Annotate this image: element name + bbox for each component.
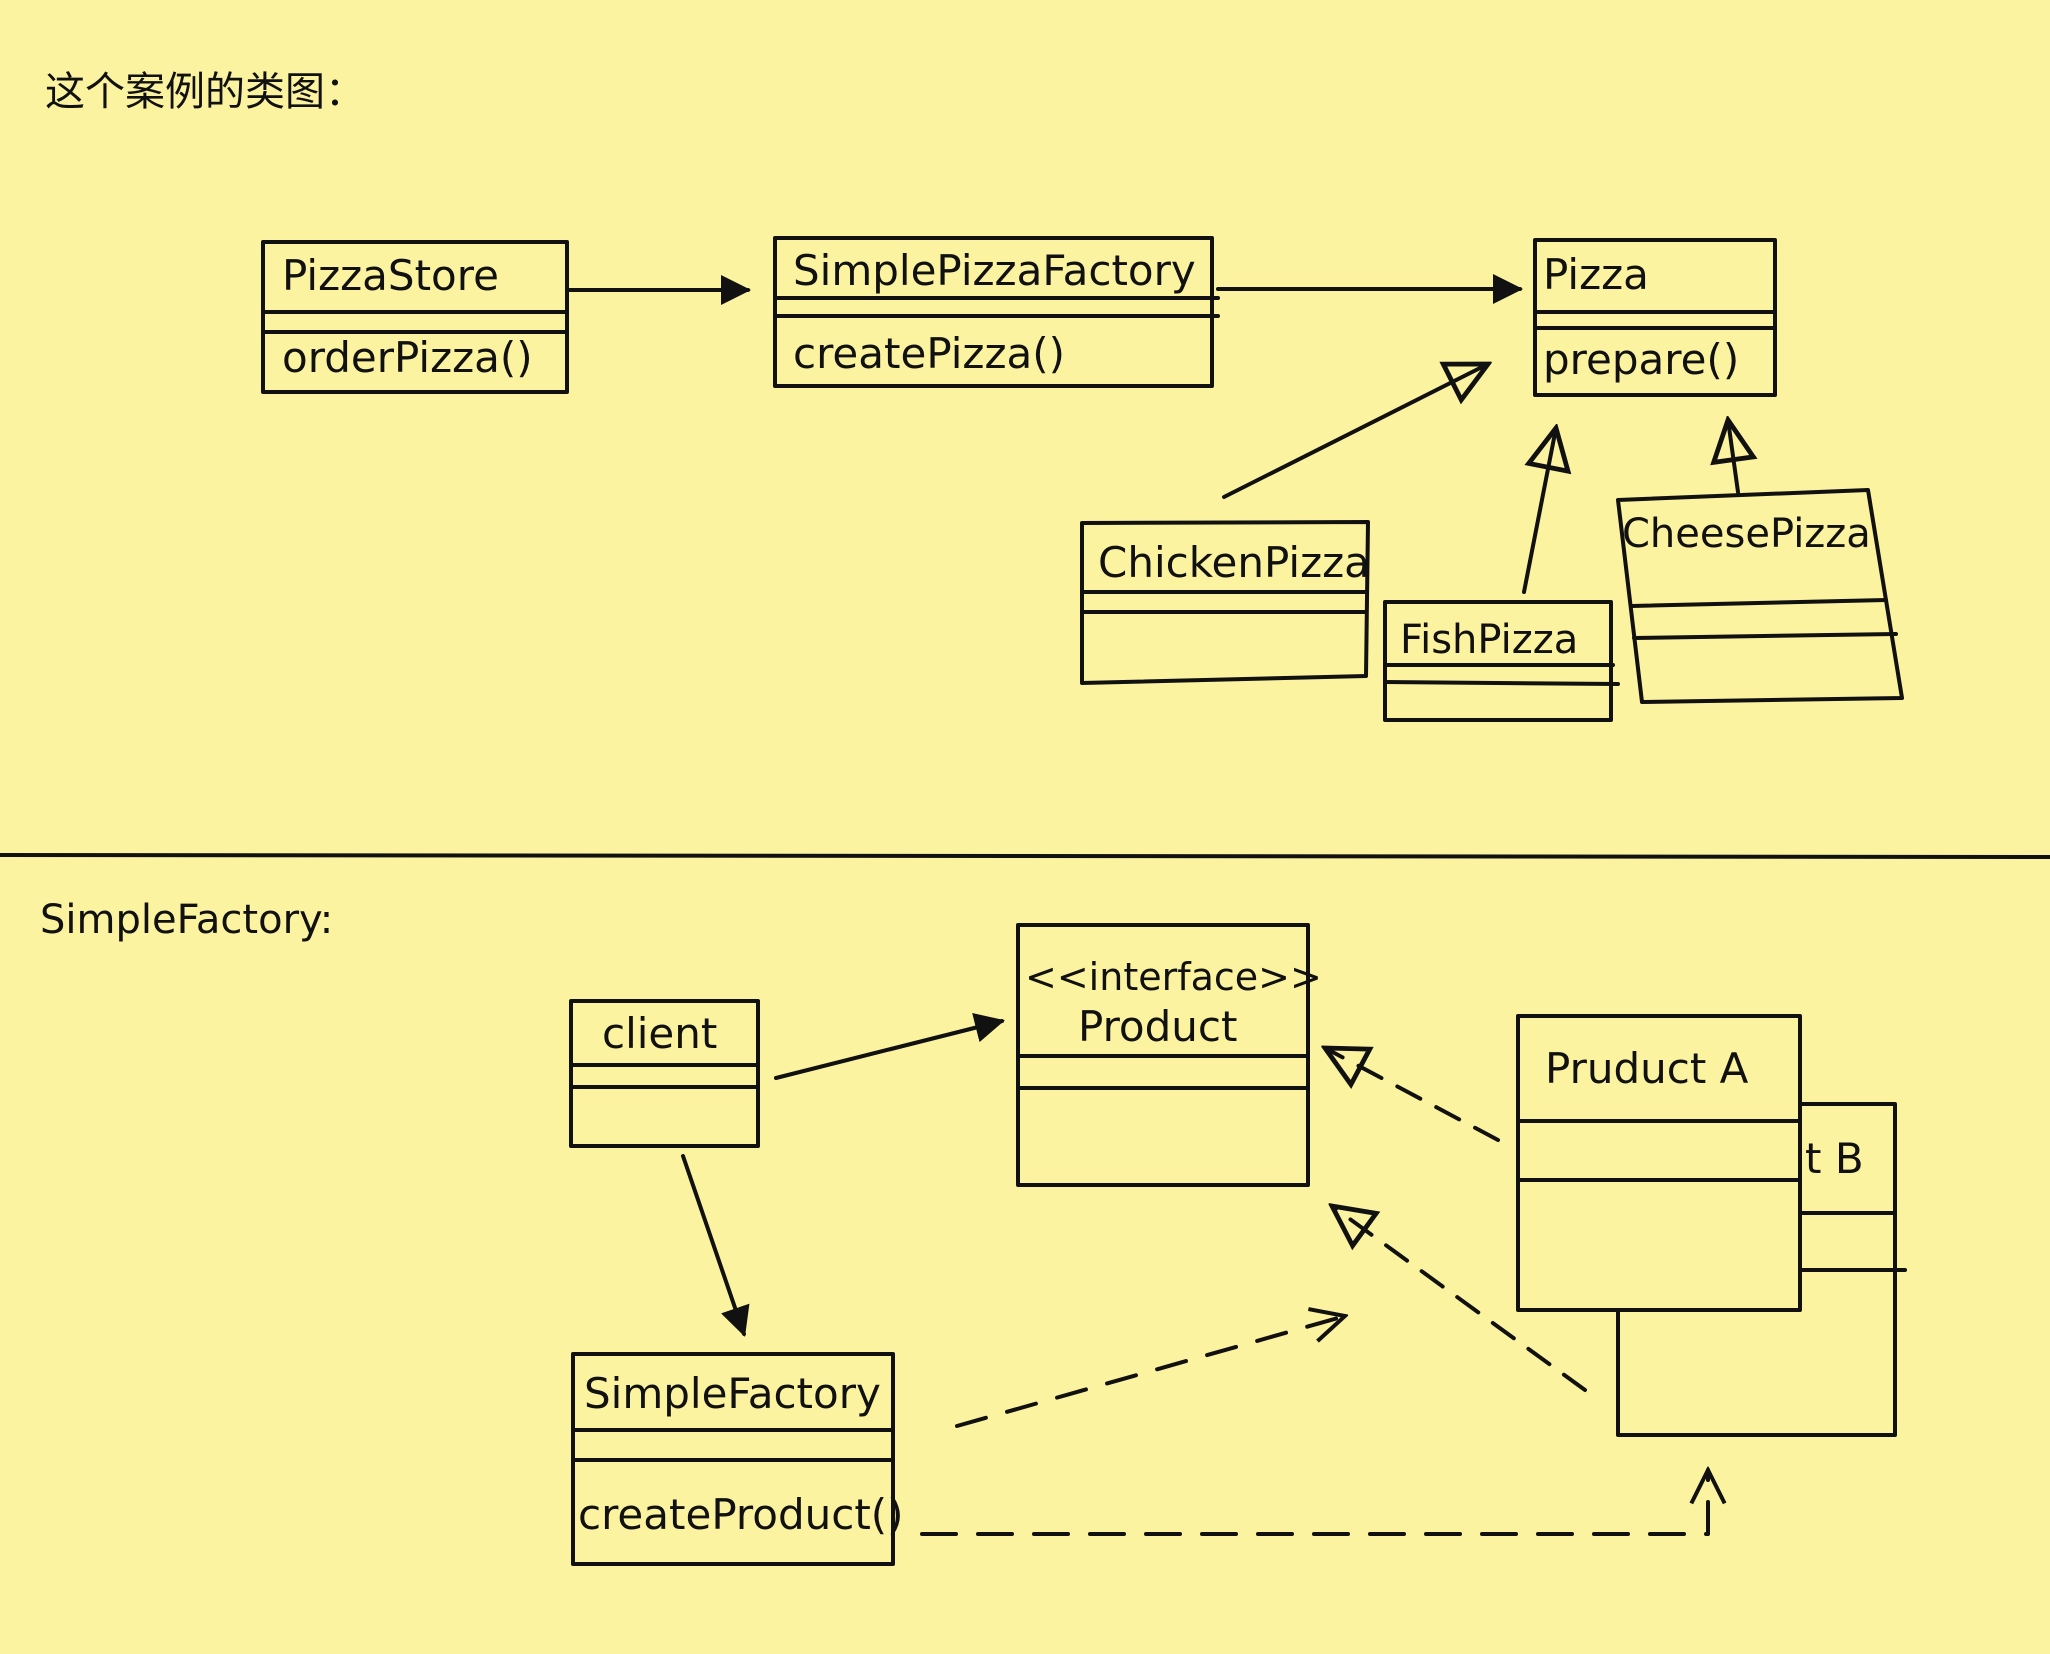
product-stereotype: <<interface>> xyxy=(1025,955,1322,999)
method-create-product: createProduct() xyxy=(578,1490,904,1539)
assoc-arrow-client-to-factory xyxy=(681,1154,750,1337)
class-name-cheese-pizza: CheesePizza xyxy=(1622,511,1871,557)
class-name-simple-pizza-factory: SimplePizzaFactory xyxy=(793,246,1196,295)
method-create-pizza: createPizza() xyxy=(793,329,1065,378)
class-box-product-b xyxy=(1616,1102,1907,1437)
inherit-arrow-cheese xyxy=(1728,420,1738,494)
class-name-pizza: Pizza xyxy=(1543,250,1649,299)
class-box-product-interface xyxy=(1016,923,1310,1187)
class-name-product-a: Pruduct A xyxy=(1545,1044,1749,1093)
class-name-client: client xyxy=(602,1009,718,1058)
class-box-pizza xyxy=(1533,238,1777,397)
realize-arrow-product-b xyxy=(1332,1206,1587,1392)
method-order-pizza: orderPizza() xyxy=(282,333,533,382)
class-box-chicken-pizza xyxy=(1080,520,1370,685)
class-name-product: Product xyxy=(1078,1002,1238,1051)
heading-top: 这个案例的类图： xyxy=(45,69,365,115)
dependency-arrow-factory-to-product-b xyxy=(920,1470,1708,1536)
class-box-fish-pizza xyxy=(1383,600,1620,722)
class-name-pizza-store: PizzaStore xyxy=(282,251,499,300)
method-prepare: prepare() xyxy=(1543,335,1740,384)
heading-bottom: SimpleFactory: xyxy=(40,897,334,943)
class-box-simple-pizza-factory xyxy=(773,236,1220,388)
inherit-arrow-chicken xyxy=(1222,364,1488,499)
inherit-arrow-fish xyxy=(1522,428,1556,594)
class-name-chicken-pizza: ChickenPizza xyxy=(1098,538,1370,587)
dependency-arrow-factory-to-product xyxy=(955,1316,1345,1428)
class-name-simple-factory: SimpleFactory xyxy=(584,1369,881,1418)
class-box-product-a xyxy=(1516,1014,1802,1312)
section-divider xyxy=(0,853,2050,859)
class-name-fish-pizza: FishPizza xyxy=(1400,617,1579,663)
class-box-pizza-store xyxy=(261,240,569,394)
class-box-cheese-pizza xyxy=(1616,488,1904,704)
class-box-simple-factory xyxy=(571,1352,895,1566)
realize-arrow-product-a xyxy=(1325,1048,1500,1142)
assoc-arrow-client-to-product xyxy=(774,1013,1005,1080)
class-box-client xyxy=(569,999,760,1148)
class-name-product-b: t B xyxy=(1805,1134,1864,1183)
